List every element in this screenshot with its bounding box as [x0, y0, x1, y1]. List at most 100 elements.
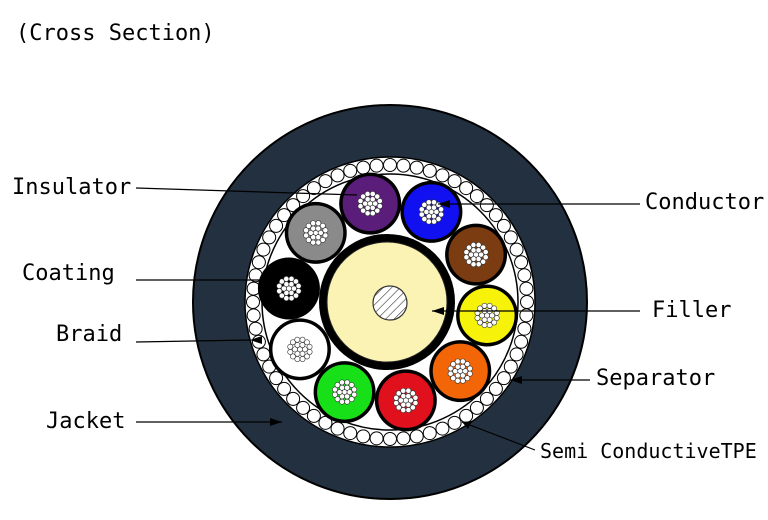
conductor-strand — [351, 386, 358, 393]
conductor-strand — [425, 199, 432, 206]
conductor-strand — [431, 213, 437, 220]
conductor-strand — [303, 232, 309, 239]
braid-strand — [330, 168, 345, 183]
braid-strand — [447, 415, 462, 430]
braid-strand — [447, 174, 462, 189]
braid-strand — [383, 158, 397, 172]
insulated-conductor — [456, 284, 519, 347]
conductor-strand — [283, 281, 290, 288]
conductor-strand — [305, 222, 312, 229]
conductor-strand — [344, 393, 350, 400]
conductor-strand — [464, 375, 471, 382]
braid-strand — [277, 381, 292, 396]
conductor-strand — [376, 198, 383, 204]
braid-strand — [469, 189, 484, 204]
braid-strand — [306, 181, 321, 196]
conductor-strand — [466, 244, 472, 251]
conductor-strand — [348, 382, 355, 388]
braid-strand — [479, 198, 494, 213]
conductor-strand — [283, 275, 290, 282]
braid-strand — [459, 408, 474, 423]
conductor-strand — [474, 315, 481, 321]
braid-strand — [343, 426, 358, 441]
conductor-strand — [287, 349, 294, 355]
conductor-strand — [459, 372, 466, 379]
conductor-strand — [322, 227, 329, 234]
braid-strand — [496, 218, 511, 233]
braid-strand — [296, 400, 311, 415]
conductor-strand — [294, 342, 301, 348]
conductor-strand — [276, 288, 283, 295]
braid-strand — [435, 421, 450, 436]
conductor-strand — [339, 379, 345, 386]
insulated-conductor — [374, 369, 437, 432]
conductor-strand — [400, 407, 407, 413]
conductor-strand — [334, 382, 341, 388]
conductor-strand — [450, 361, 457, 367]
conductor-strand — [477, 319, 483, 326]
conductor-strand — [302, 346, 308, 353]
braid-strand — [503, 359, 518, 374]
label-semi-conductive-tpe: Semi ConductiveTPE — [540, 439, 757, 463]
conductor-strand — [336, 389, 343, 395]
conductor-strand — [374, 193, 381, 200]
braid-strand — [251, 255, 266, 270]
conductor-strand — [482, 249, 489, 255]
conductor-strand — [463, 254, 470, 261]
braid-strand — [306, 408, 321, 423]
conductor-strand — [293, 278, 299, 285]
conductor-strand — [372, 200, 379, 207]
conductor-strand — [423, 209, 430, 215]
conductor-strand — [289, 339, 296, 346]
conductor-strand — [478, 251, 484, 258]
conductor-strand — [489, 312, 495, 319]
braid-strand — [256, 347, 271, 362]
conductor-strand — [475, 261, 482, 268]
braid-strand — [286, 391, 301, 406]
braid-strand — [256, 242, 271, 257]
braid-strand — [330, 421, 345, 436]
braid-strand — [469, 400, 484, 415]
conductor-strand — [299, 356, 306, 362]
insulated-conductor — [268, 318, 331, 381]
conductor-strand — [299, 336, 306, 343]
conductor-strand — [362, 200, 369, 207]
conductor-strand — [475, 256, 482, 262]
conductor-strand — [344, 379, 351, 386]
conductor-strand — [310, 239, 317, 246]
conductor-strand — [289, 353, 296, 360]
conductor-strand — [288, 295, 295, 302]
conductor-strand — [299, 350, 306, 357]
conductor-strand — [305, 237, 312, 243]
filler-core — [372, 285, 408, 321]
conductor-strand — [393, 394, 400, 401]
conductor-strand — [454, 363, 461, 370]
conductor-strand — [310, 225, 317, 232]
conductor-strand — [339, 384, 345, 391]
conductor-strand — [315, 239, 322, 246]
conductor-strand — [491, 319, 498, 326]
braid-strand — [269, 218, 284, 233]
conductor-strand — [369, 210, 376, 217]
conductor-strand — [431, 199, 437, 206]
conductor-strand — [459, 377, 466, 384]
braid-strand — [488, 208, 503, 223]
conductor-strand — [393, 400, 400, 406]
conductor-strand — [357, 198, 364, 204]
conductor-strand — [450, 375, 457, 382]
conductor-strand — [397, 397, 404, 404]
conductor-strand — [288, 275, 295, 282]
conductor-strand — [421, 201, 428, 208]
insulated-conductor — [400, 180, 463, 243]
conductor-strand — [407, 397, 414, 404]
conductor-strand — [294, 336, 301, 343]
conductor-strand — [464, 361, 471, 367]
conductor-strand — [405, 407, 412, 413]
conductor-strand — [479, 312, 485, 319]
conductor-strand — [332, 386, 338, 393]
conductor-strand — [319, 222, 326, 229]
conductor-strand — [470, 247, 477, 254]
leader-arrowheads — [250, 200, 522, 429]
conductor-strand — [418, 206, 425, 213]
